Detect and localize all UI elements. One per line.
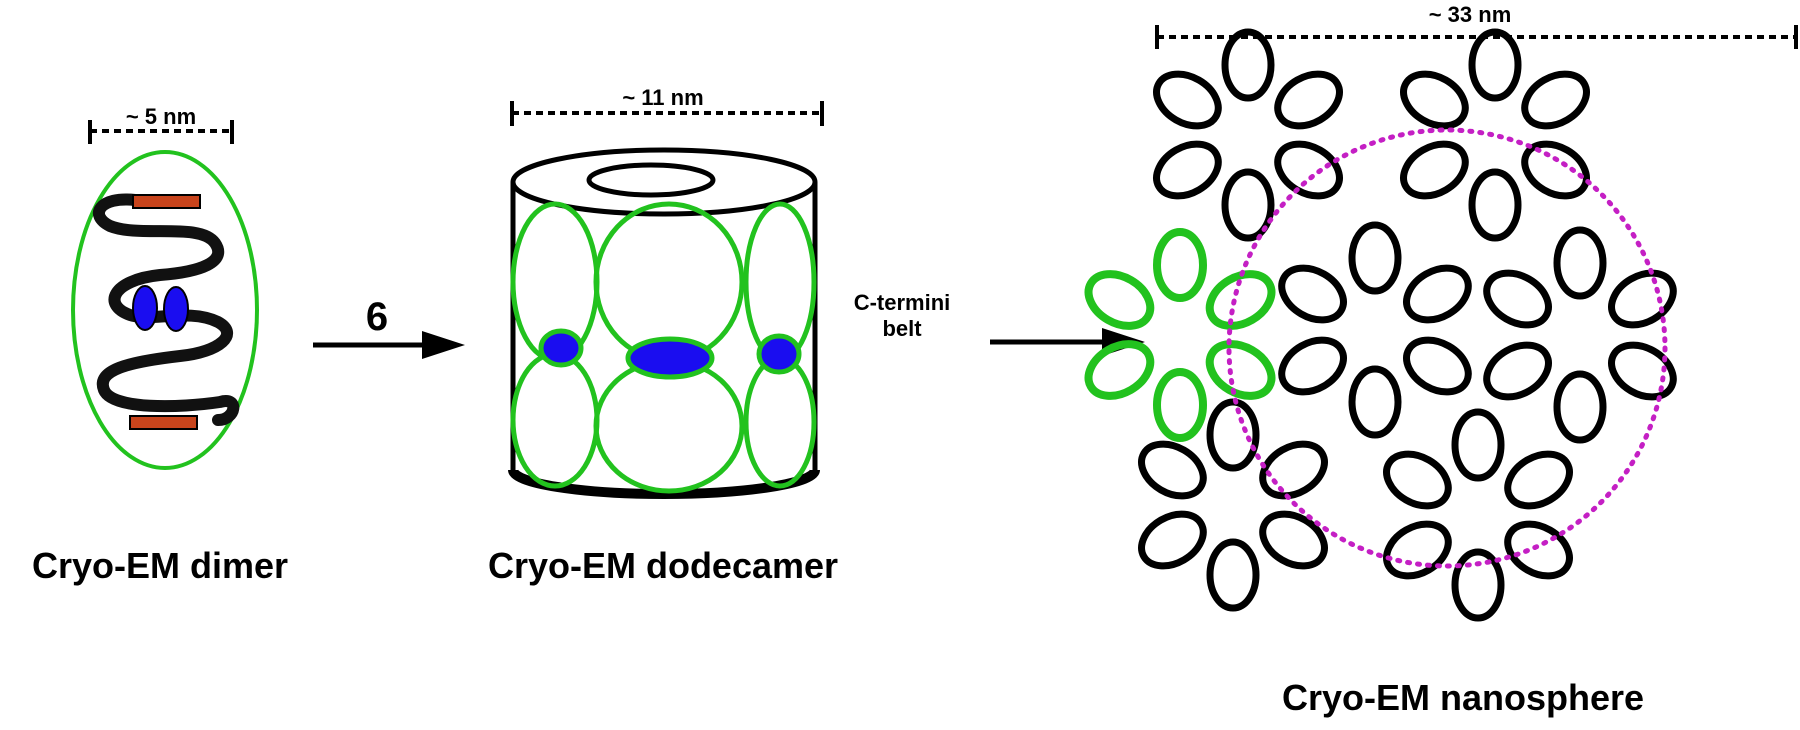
ring-subunit — [1274, 140, 1343, 200]
ring-subunit — [1468, 168, 1522, 242]
dodecamer-helices — [538, 328, 802, 380]
sphere-outline — [1226, 127, 1668, 569]
highlighted-dimer-ring-subunit — [1153, 368, 1207, 442]
ring-subunit — [1259, 440, 1328, 500]
ring-subunit — [1451, 408, 1505, 482]
highlighted-dimer-ring-subunit — [1084, 270, 1155, 330]
ring-subunit — [1138, 510, 1207, 570]
cylinder-shape — [508, 147, 820, 499]
ring-subunit — [1138, 440, 1207, 500]
arrow-dodecamer-to-nanosphere: C-termini belt — [854, 290, 1145, 356]
dimer-scale-bar: ~ 5 nm — [88, 104, 234, 144]
ring-subunit — [1553, 370, 1607, 444]
nanosphere-caption: Cryo-EM nanosphere — [1282, 677, 1644, 718]
ring-subunit — [1400, 70, 1469, 130]
ring-subunit — [1483, 341, 1552, 401]
belt-label-line2: belt — [882, 316, 922, 341]
nanosphere-scale-bar: ~ 33 nm — [1155, 2, 1798, 49]
ring-subunit — [1483, 269, 1552, 329]
ring-subunit — [1348, 221, 1402, 295]
highlighted-dimer-ring-subunit — [1153, 228, 1207, 302]
ring-subunit — [1504, 450, 1573, 510]
ring-subunit — [1400, 140, 1469, 200]
ring-subunit — [1608, 269, 1677, 329]
dodecamer-scale-label: ~ 11 nm — [622, 85, 703, 110]
highlighted-dimer-ring-subunit — [1205, 270, 1276, 330]
ring-subunit — [1608, 341, 1677, 401]
ring-subunit — [1521, 140, 1590, 200]
dimer-helix-right — [163, 286, 189, 332]
dimer-helix-left — [132, 285, 158, 331]
ring-subunit — [1451, 548, 1505, 622]
ring-subunit — [1403, 336, 1472, 396]
nanosphere-scale-label: ~ 33 nm — [1429, 2, 1512, 27]
ring-subunit — [1221, 28, 1275, 102]
ring-subunit — [1348, 365, 1402, 439]
dimer-scale-label: ~ 5 nm — [126, 104, 196, 129]
highlighted-dimer-ring-subunit — [1205, 340, 1276, 400]
belt-label-line1: C-termini — [854, 290, 951, 315]
cylinder-pore — [586, 162, 716, 198]
ring-subunit — [1383, 520, 1452, 580]
ring-subunit — [1403, 264, 1472, 324]
ring-subunit — [1468, 28, 1522, 102]
arrow-dimer-to-dodecamer: 6 — [313, 295, 465, 359]
ring-subunit — [1206, 538, 1260, 612]
dimer-panel: ~ 5 nm Cryo-EM dimer — [32, 104, 288, 586]
ring-subunit — [1274, 70, 1343, 130]
dimer-strand-bottom — [129, 415, 198, 430]
ring-subunit — [1278, 336, 1347, 396]
ring-subunit — [1259, 510, 1328, 570]
dimer-outline — [71, 150, 259, 470]
ring-subunit — [1504, 520, 1573, 580]
ring-subunit — [1278, 264, 1347, 324]
nanosphere-rings — [1084, 28, 1677, 622]
dodecamer-caption: Cryo-EM dodecamer — [488, 545, 838, 586]
dimer-caption: Cryo-EM dimer — [32, 545, 288, 586]
dodecamer-panel: ~ 11 nm Cryo-EM dodecamer — [488, 85, 838, 586]
ring-subunit — [1553, 226, 1607, 300]
ring-subunit — [1153, 140, 1222, 200]
nanosphere-panel: ~ 33 nm Cryo-EM nanosphere — [1084, 2, 1798, 718]
dimer-strand-top — [132, 194, 201, 209]
ring-subunit — [1521, 70, 1590, 130]
highlighted-dimer-ring-subunit — [1084, 340, 1155, 400]
stoichiometry-label: 6 — [366, 295, 388, 339]
ring-subunit — [1206, 398, 1260, 472]
ring-subunit — [1221, 168, 1275, 242]
ring-subunit — [1383, 450, 1452, 510]
dodecamer-scale-bar: ~ 11 nm — [510, 85, 824, 126]
ring-subunit — [1153, 70, 1222, 130]
